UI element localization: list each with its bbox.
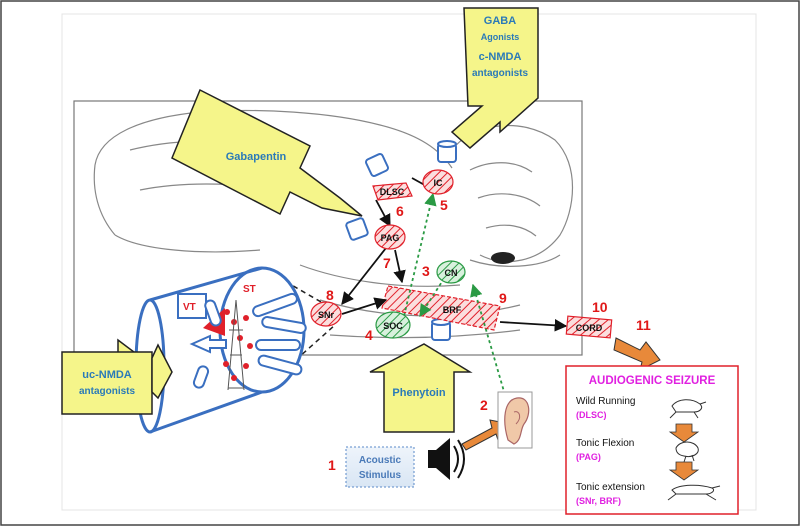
gaba-label-2: Agonists xyxy=(481,32,520,42)
phenytoin-arrow xyxy=(369,343,473,433)
receptor-brf xyxy=(431,318,451,341)
ear-icon xyxy=(497,391,533,449)
receptors xyxy=(345,140,457,341)
stage-wild-running-region: (DLSC) xyxy=(576,410,607,420)
step-11: 11 xyxy=(636,317,651,333)
ucnmda-label-2: antagonists xyxy=(79,386,136,397)
st-label: ST xyxy=(243,284,256,295)
receptor-pag xyxy=(345,217,369,241)
spinal-cord: CORD xyxy=(565,315,613,339)
phenytoin-label: Phenytoin xyxy=(392,387,445,399)
acoustic-stimulus-box xyxy=(345,446,415,488)
stage-tonic-flexion-region: (PAG) xyxy=(576,452,601,462)
step-9: 9 xyxy=(499,290,507,306)
inner-frame xyxy=(61,13,757,511)
stage-tonic-flexion: Tonic Flexion xyxy=(576,438,634,449)
nucleus-soc: SOC xyxy=(375,311,411,339)
stage-arrow-2 xyxy=(668,461,700,481)
speaker-icon xyxy=(428,438,465,480)
step-5: 5 xyxy=(440,197,448,213)
stage-tonic-extension-region: (SNr, BRF) xyxy=(576,496,621,506)
gaba-label-3: c-NMDA xyxy=(479,51,522,63)
vt-label: VT xyxy=(183,302,196,313)
gabapentin-arrow xyxy=(171,88,363,217)
stage-arrow-1 xyxy=(668,423,700,443)
dlsc-label: DLSC xyxy=(380,187,405,197)
nucleus-cn: CN xyxy=(436,260,466,284)
step-4: 4 xyxy=(365,327,373,343)
receptor-ic xyxy=(437,140,457,163)
stimulus-label-1: Acoustic xyxy=(359,455,402,466)
stimulus-label-2: Stimulus xyxy=(359,470,402,481)
gabapentin-label: Gabapentin xyxy=(226,151,287,163)
seizure-title: AUDIOGENIC SEIZURE xyxy=(589,375,716,387)
gaba-label-1: GABA xyxy=(484,15,516,27)
neuron-sketch xyxy=(227,299,245,391)
cn-label: CN xyxy=(445,268,458,278)
ic-label: IC xyxy=(434,178,444,188)
pag-label: PAG xyxy=(381,233,400,243)
step-numbers: 1 2 3 4 5 6 7 8 9 10 11 xyxy=(326,197,651,473)
brain-landmark xyxy=(491,252,515,264)
step-8: 8 xyxy=(326,287,334,303)
nucleus-snr: SNr xyxy=(310,301,342,327)
gaba-arrow xyxy=(450,7,539,149)
receptor-dlsc xyxy=(365,153,389,177)
stage-wild-running: Wild Running xyxy=(576,396,635,407)
ucnmda-box xyxy=(61,351,153,415)
auditory-pathway xyxy=(403,192,506,396)
gaba-label-4: antagonists xyxy=(472,68,529,79)
step-2: 2 xyxy=(480,397,488,413)
rat-extension-icon xyxy=(667,484,721,501)
stage-tonic-extension: Tonic extension xyxy=(576,482,645,493)
rat-flexion-icon xyxy=(675,441,699,463)
cylinder-arrows xyxy=(189,292,307,389)
step-7: 7 xyxy=(383,255,391,271)
step-10: 10 xyxy=(592,299,608,315)
nucleus-ic: IC xyxy=(422,169,454,195)
brf-label: BRF xyxy=(443,305,462,315)
step-3: 3 xyxy=(422,263,430,279)
step-1: 1 xyxy=(328,457,336,473)
rat-running-icon xyxy=(669,399,707,419)
nucleus-dlsc: DLSC xyxy=(372,182,413,201)
ucnmda-label-1: uc-NMDA xyxy=(82,369,132,381)
soc-label: SOC xyxy=(383,321,403,331)
snr-label: SNr xyxy=(318,310,335,320)
cord-label: CORD xyxy=(576,323,603,333)
step-6: 6 xyxy=(396,203,404,219)
seizure-box xyxy=(565,365,739,515)
cord-to-seizure-arrow xyxy=(613,337,661,371)
ucnmda-arrowhead xyxy=(151,343,173,400)
vt-box xyxy=(177,293,207,319)
nucleus-pag: PAG xyxy=(374,224,406,250)
